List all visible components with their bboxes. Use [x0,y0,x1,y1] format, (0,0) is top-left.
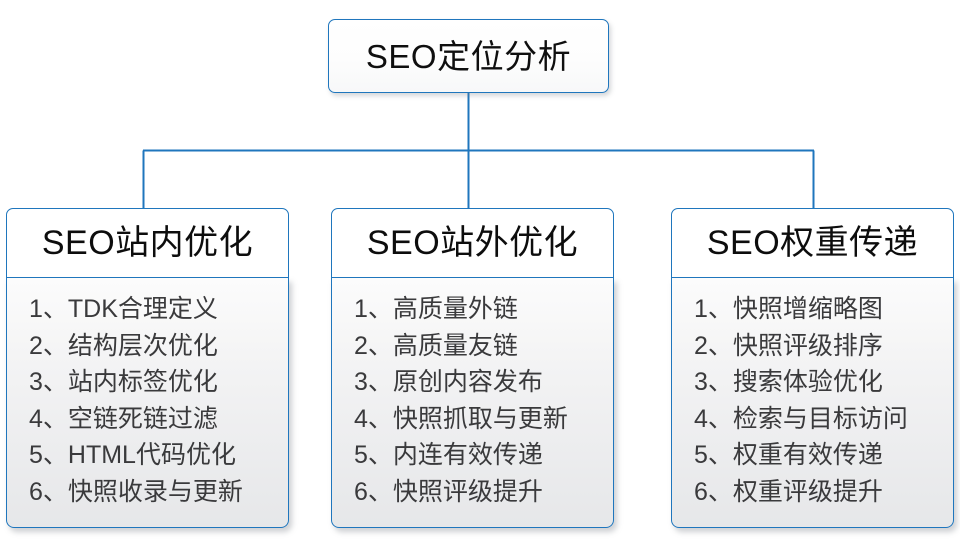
list-item: 5、内连有效传递 [354,441,543,469]
list-item: 2、高质量友链 [354,331,518,360]
branch-weight-transfer[interactable]: SEO权重传递 1、快照增缩略图 2、快照评级排序 3、搜索体验优化 4、检索与… [671,208,954,528]
list-item: 4、空链死链过滤 [29,404,218,433]
branch-item-list-off-site: 1、高质量外链 2、高质量友链 3、原创内容发布 4、快照抓取与更新 5、内连有… [332,291,613,510]
branch-off-site[interactable]: SEO站外优化 1、高质量外链 2、高质量友链 3、原创内容发布 4、快照抓取与… [331,208,614,528]
branch-header-label: SEO权重传递 [706,224,919,262]
branch-header-label: SEO站内优化 [41,224,254,262]
branch-body-on-site: 1、TDK合理定义 2、结构层次优化 3、站内标签优化 4、空链死链过滤 5、H… [6,278,289,528]
list-item: 1、TDK合理定义 [29,295,218,323]
list-item: 1、快照增缩略图 [694,295,883,323]
list-item: 6、权重评级提升 [694,477,883,506]
list-item: 2、结构层次优化 [29,331,218,360]
branch-header-on-site[interactable]: SEO站内优化 [6,208,289,278]
list-item: 5、HTML代码优化 [29,441,236,469]
branch-on-site[interactable]: SEO站内优化 1、TDK合理定义 2、结构层次优化 3、站内标签优化 4、空链… [6,208,289,528]
list-item: 3、原创内容发布 [354,368,543,396]
root-node-label: SEO定位分析 [365,37,572,75]
branch-item-list-on-site: 1、TDK合理定义 2、结构层次优化 3、站内标签优化 4、空链死链过滤 5、H… [7,291,288,510]
list-item: 5、权重有效传递 [694,441,883,469]
branch-item-list-weight-transfer: 1、快照增缩略图 2、快照评级排序 3、搜索体验优化 4、检索与目标访问 5、权… [672,291,953,510]
branch-body-weight-transfer: 1、快照增缩略图 2、快照评级排序 3、搜索体验优化 4、检索与目标访问 5、权… [671,278,954,528]
list-item: 4、检索与目标访问 [694,404,908,433]
branch-header-off-site[interactable]: SEO站外优化 [331,208,614,278]
list-item: 4、快照抓取与更新 [354,404,568,433]
list-item: 2、快照评级排序 [694,331,883,360]
branch-header-weight-transfer[interactable]: SEO权重传递 [671,208,954,278]
list-item: 6、快照评级提升 [354,477,543,506]
list-item: 1、高质量外链 [354,295,518,323]
list-item: 3、搜索体验优化 [694,368,883,396]
list-item: 6、快照收录与更新 [29,477,243,506]
list-item: 3、站内标签优化 [29,368,218,396]
root-node[interactable]: SEO定位分析 [328,19,609,93]
branch-body-off-site: 1、高质量外链 2、高质量友链 3、原创内容发布 4、快照抓取与更新 5、内连有… [331,278,614,528]
branch-header-label: SEO站外优化 [366,224,579,262]
